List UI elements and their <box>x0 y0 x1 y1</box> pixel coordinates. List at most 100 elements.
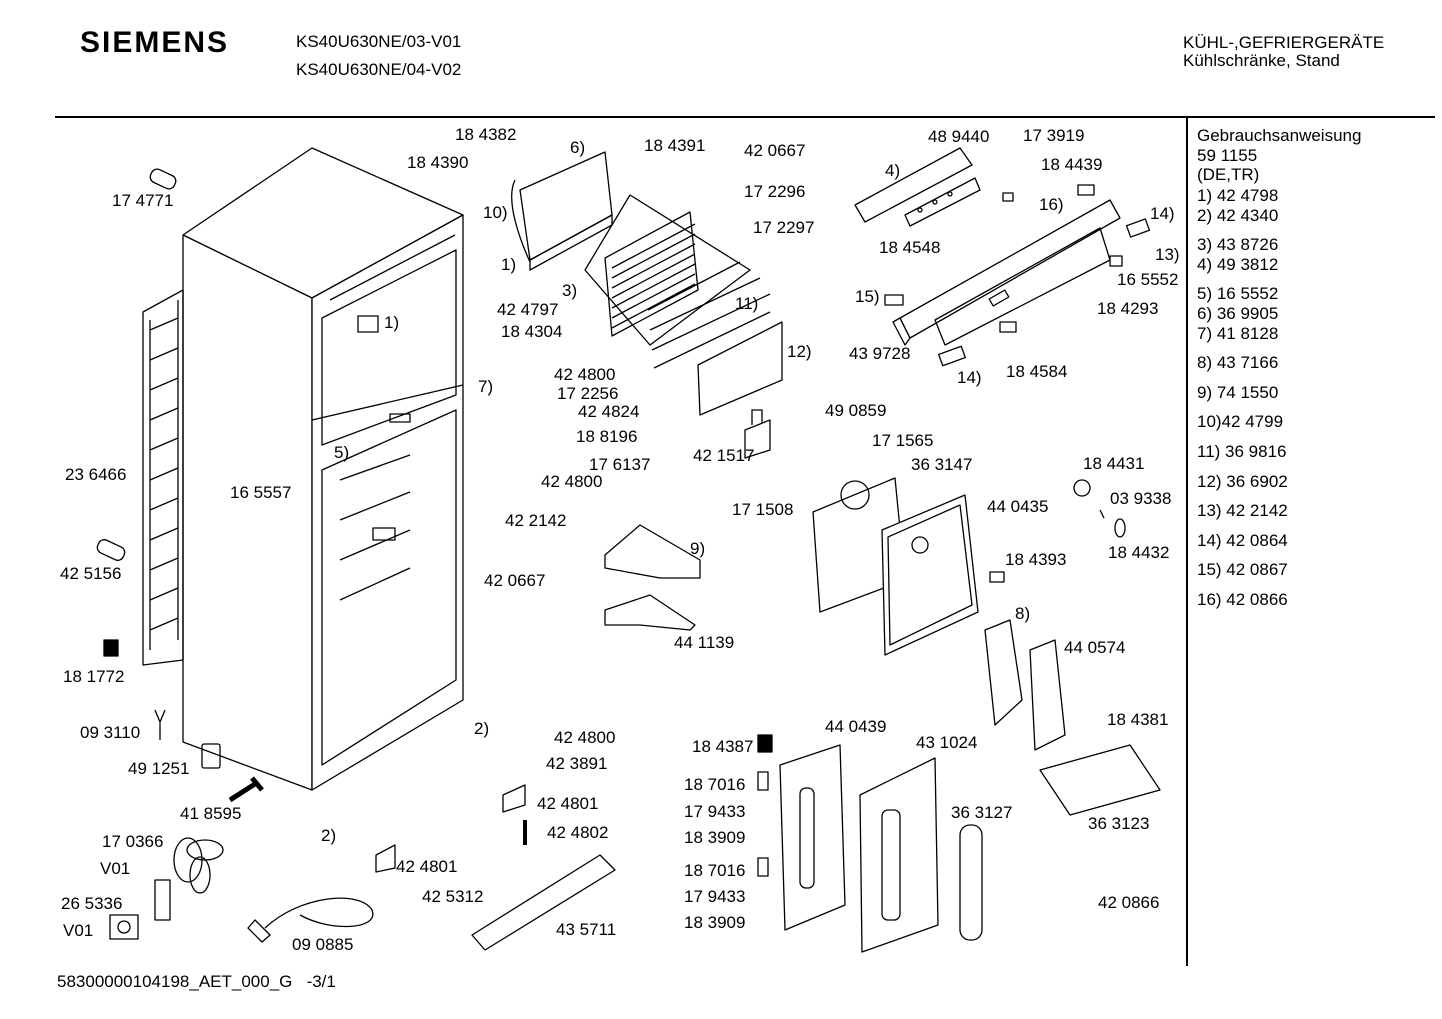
legend-item: 10)42 4799 <box>1197 412 1284 431</box>
pin-part <box>154 709 166 740</box>
part-label: 18 4391 <box>644 136 706 155</box>
part-label: 1) <box>384 313 400 332</box>
door-handle <box>471 854 616 951</box>
footer-doc-number: 58300000104198_AET_000_G <box>57 972 293 991</box>
legend-item: 5) 16 5552 <box>1197 284 1279 303</box>
part-label: 18 4293 <box>1097 299 1159 318</box>
part-label: 44 0435 <box>987 497 1049 516</box>
legend-doc-number: 59 1155 <box>1197 146 1258 165</box>
part-label: 2) <box>474 719 490 738</box>
air-duct <box>604 524 701 631</box>
evaporator-cover <box>511 151 613 271</box>
clip-part <box>1077 184 1095 196</box>
bushing-part <box>149 168 177 190</box>
cap-part <box>999 321 1017 333</box>
part-label: 18 4431 <box>1083 454 1145 473</box>
part-label: 1) <box>501 255 517 274</box>
part-label: 8) <box>1015 604 1031 623</box>
part-label: 49 1251 <box>128 759 190 778</box>
part-label: 18 1772 <box>63 667 125 686</box>
part-label: 16 5557 <box>230 483 292 502</box>
part-label: 7) <box>478 377 494 396</box>
part-label: 13) <box>1155 245 1180 264</box>
header-divider <box>55 116 1435 118</box>
motor-part <box>109 914 139 940</box>
part-label: 5) <box>334 443 350 462</box>
part-label: 17 9433 <box>684 802 746 821</box>
part-label: 18 4439 <box>1041 155 1103 174</box>
spacer-part <box>757 771 769 791</box>
part-label: V01 <box>63 921 94 940</box>
part-label: 42 4800 <box>541 472 603 491</box>
hinge-part <box>1073 479 1126 538</box>
part-label: 42 4802 <box>547 823 609 842</box>
legend-item: 4) 49 3812 <box>1197 255 1279 274</box>
footer-doc-id: 58300000104198_AET_000_G -3/1 <box>57 972 336 992</box>
exploded-view-drawing <box>96 147 1161 953</box>
part-label: 43 5711 <box>556 920 617 939</box>
part-label: 42 1517 <box>693 446 755 465</box>
part-label: 3) <box>562 281 578 300</box>
legend-item: 2) 42 4340 <box>1197 206 1279 225</box>
part-label: 18 4432 <box>1108 543 1170 562</box>
part-label: 43 9728 <box>849 344 911 363</box>
part-label: 42 4797 <box>497 300 559 319</box>
part-label: 36 3147 <box>911 455 973 474</box>
part-label: 09 3110 <box>80 723 141 742</box>
part-label: 2) <box>321 826 337 845</box>
legend-title: Gebrauchsanweisung <box>1197 126 1362 145</box>
part-label: 17 3919 <box>1023 126 1085 145</box>
part-label: 49 0859 <box>825 401 887 420</box>
part-label: 42 5156 <box>60 564 122 583</box>
bracket-part <box>502 784 526 813</box>
category-title: KÜHL-,GEFRIERGERÄTE <box>1183 33 1385 52</box>
footer-page: -3/1 <box>306 972 336 991</box>
brand-logo: SIEMENS <box>80 26 230 59</box>
evaporator-coil <box>584 194 771 369</box>
cap-part <box>938 345 966 367</box>
part-label: 14) <box>957 368 982 387</box>
part-label: 10) <box>483 203 508 222</box>
part-label: 23 6466 <box>65 465 127 484</box>
part-label: 9) <box>690 539 706 558</box>
part-label: 17 2256 <box>557 384 619 403</box>
legend-item: 15) 42 0867 <box>1197 560 1288 579</box>
part-label: 18 4393 <box>1005 550 1067 569</box>
fridge-door-right <box>859 757 939 953</box>
part-label: 18 7016 <box>684 775 746 794</box>
legend-item: 7) 41 8128 <box>1197 324 1279 343</box>
legend-languages: (DE,TR) <box>1197 165 1260 184</box>
model-number-2: KS40U630NE/04-V02 <box>296 60 462 79</box>
legend-item: 8) 43 7166 <box>1197 353 1279 372</box>
part-label: 42 0667 <box>744 141 806 160</box>
part-label: 18 4304 <box>501 322 563 341</box>
part-label: 17 2296 <box>744 182 806 201</box>
part-label: 03 9338 <box>1110 489 1172 508</box>
part-label: 17 2297 <box>753 218 815 237</box>
door-shelf-parts <box>984 619 1066 751</box>
part-label: 18 8196 <box>576 427 638 446</box>
cover-plate <box>697 321 783 416</box>
cap-part <box>989 571 1005 583</box>
part-label: 42 4824 <box>578 402 640 421</box>
part-label: 48 9440 <box>928 127 990 146</box>
part-label: 18 4387 <box>692 737 754 756</box>
part-label: 17 0366 <box>102 832 164 851</box>
cap-part <box>1109 255 1123 267</box>
part-label: 42 4800 <box>554 365 616 384</box>
part-label: 42 5312 <box>422 887 484 906</box>
part-label: 12) <box>787 342 812 361</box>
part-label: 42 4801 <box>537 794 599 813</box>
legend-item: 16) 42 0866 <box>1197 590 1288 609</box>
legend-item: 1) 42 4798 <box>1197 186 1279 205</box>
bracket-part <box>375 844 396 873</box>
legend-item: 3) 43 8726 <box>1197 235 1279 254</box>
part-label: 15) <box>855 287 880 306</box>
legend-item: 6) 36 9905 <box>1197 304 1279 323</box>
switch-part <box>1002 192 1014 202</box>
legend-item: 12) 36 6902 <box>1197 472 1288 491</box>
relay-part <box>201 743 221 769</box>
part-label: 18 4548 <box>879 238 941 257</box>
part-label: 17 9433 <box>684 887 746 906</box>
cap-part <box>1125 218 1151 238</box>
